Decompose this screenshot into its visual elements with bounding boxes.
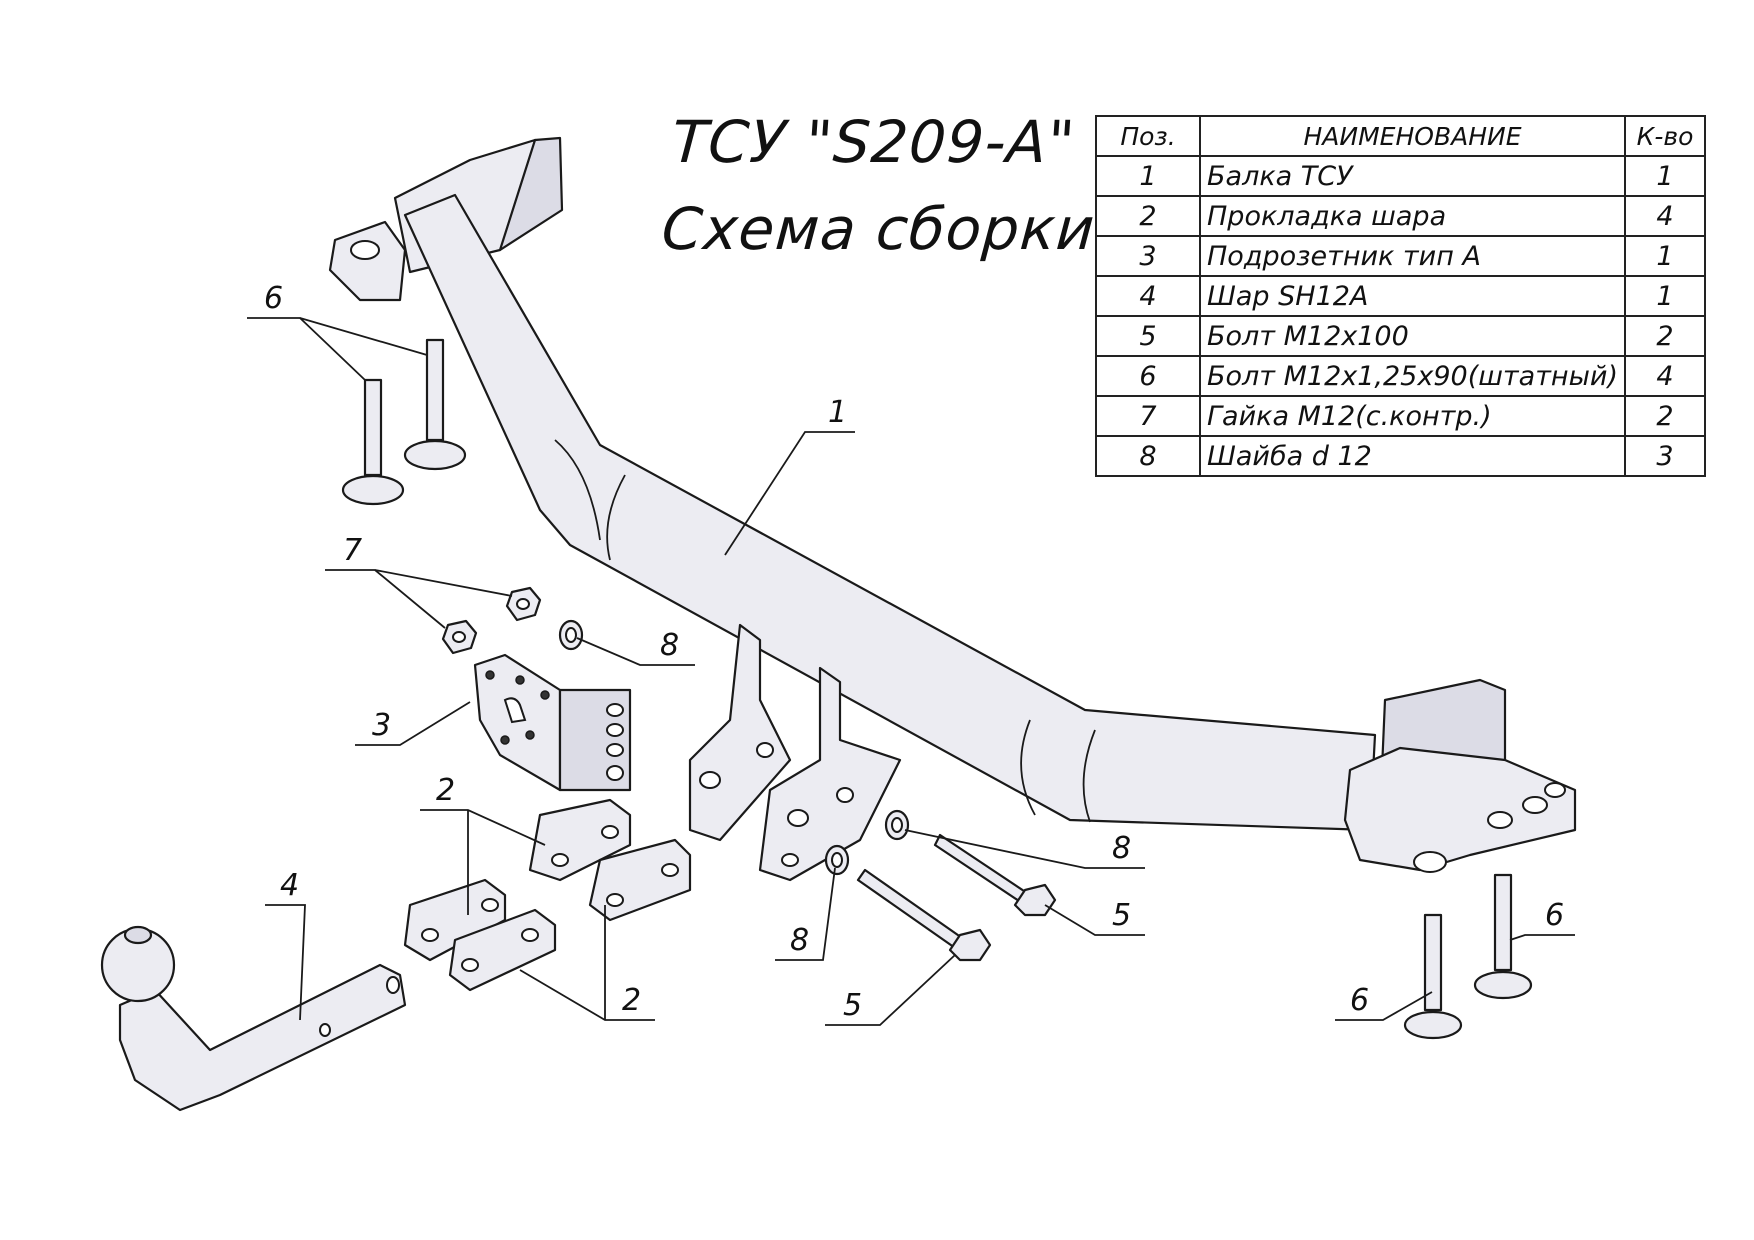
row-name: Гайка М12(с.контр.) (1199, 395, 1626, 437)
callout-nuts: 7 (343, 533, 362, 568)
leader-lines (247, 317, 1575, 1026)
header-qty: К-во (1624, 115, 1706, 157)
row-name: Балка ТСУ (1199, 155, 1626, 197)
callout-bolt-lower: 5 (843, 988, 862, 1023)
callout-stud-right-lower: 6 (1350, 983, 1369, 1018)
table-row: 5 Болт М12х100 2 (1095, 315, 1706, 357)
parts-table: Поз. НАИМЕНОВАНИЕ К-во 1 Балка ТСУ 1 2 П… (1095, 115, 1706, 477)
row-qty: 4 (1624, 195, 1706, 237)
washers-d12 (558, 619, 910, 876)
row-pos: 4 (1095, 275, 1201, 317)
row-qty: 3 (1624, 435, 1706, 477)
tow-ball (100, 925, 407, 1112)
row-qty: 2 (1624, 315, 1706, 357)
ball-spacers (403, 798, 692, 992)
row-qty: 2 (1624, 395, 1706, 437)
callout-labels: 1 6 7 8 3 2 4 2 8 5 8 5 6 6 (264, 281, 1564, 1023)
row-pos: 2 (1095, 195, 1201, 237)
callout-washer-lower: 8 (790, 923, 809, 958)
table-row: 6 Болт М12х1,25х90(штатный) 4 (1095, 355, 1706, 397)
table-row: 3 Подрозетник тип А 1 (1095, 235, 1706, 277)
header-pos: Поз. (1095, 115, 1201, 157)
callout-socket-plate: 3 (372, 708, 391, 743)
row-name: Болт М12х1,25х90(штатный) (1199, 355, 1626, 397)
row-pos: 5 (1095, 315, 1201, 357)
table-row: 8 Шайба d 12 3 (1095, 435, 1706, 477)
socket-plate (473, 653, 632, 792)
row-name: Прокладка шара (1199, 195, 1626, 237)
row-pos: 1 (1095, 155, 1201, 197)
callout-bolt-right: 5 (1112, 898, 1131, 933)
callout-studs-left: 6 (264, 281, 283, 316)
row-pos: 3 (1095, 235, 1201, 277)
callout-beam: 1 (828, 395, 847, 430)
bolts-m12x100 (856, 833, 1057, 962)
table-row: 2 Прокладка шара 4 (1095, 195, 1706, 237)
studs-m12x90 (341, 338, 1533, 1040)
callout-spacer-top: 2 (436, 773, 455, 808)
row-qty: 1 (1624, 155, 1706, 197)
nuts-m12 (441, 586, 542, 655)
callout-spacer-bottom: 2 (622, 983, 641, 1018)
row-name: Болт М12х100 (1199, 315, 1626, 357)
row-pos: 7 (1095, 395, 1201, 437)
parts-table-header: Поз. НАИМЕНОВАНИЕ К-во (1095, 115, 1706, 157)
row-pos: 6 (1095, 355, 1201, 397)
tow-beam (328, 136, 1577, 882)
row-qty: 1 (1624, 275, 1706, 317)
callout-washer-top: 8 (660, 628, 679, 663)
row-pos: 8 (1095, 435, 1201, 477)
row-qty: 1 (1624, 235, 1706, 277)
table-row: 7 Гайка М12(с.контр.) 2 (1095, 395, 1706, 437)
row-qty: 4 (1624, 355, 1706, 397)
callout-stud-right-upper: 6 (1545, 898, 1564, 933)
row-name: Подрозетник тип А (1199, 235, 1626, 277)
row-name: Шайба d 12 (1199, 435, 1626, 477)
row-name: Шар SH12A (1199, 275, 1626, 317)
table-row: 4 Шар SH12A 1 (1095, 275, 1706, 317)
callout-washer-right: 8 (1112, 831, 1131, 866)
header-name: НАИМЕНОВАНИЕ (1199, 115, 1626, 157)
table-row: 1 Балка ТСУ 1 (1095, 155, 1706, 197)
callout-ball: 4 (280, 868, 299, 903)
